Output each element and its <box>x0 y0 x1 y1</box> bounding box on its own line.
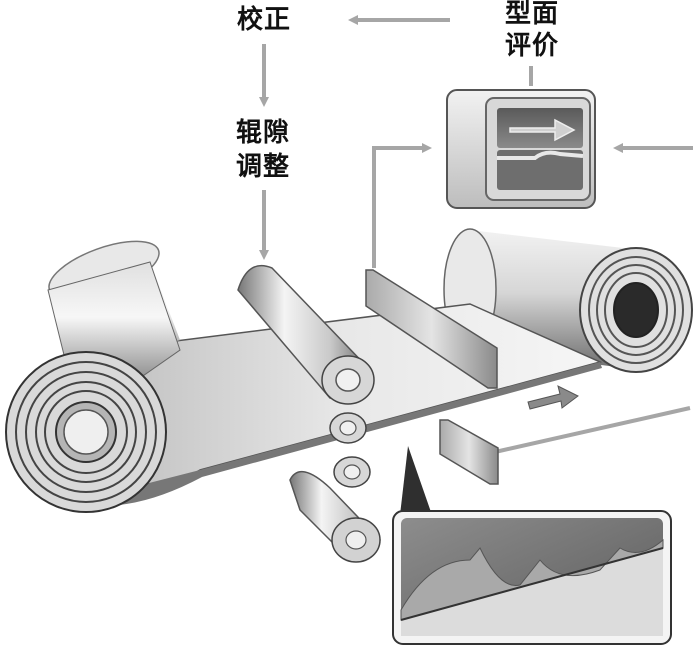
lower-rolls <box>289 456 381 563</box>
surface-profile-inset <box>392 510 672 645</box>
inset-pointer <box>400 446 432 515</box>
label-profile-eval-line1: 型面 <box>504 0 559 29</box>
label-gap-adjust-line1: 辊隙 <box>235 118 290 148</box>
label-profile-eval-line2: 评价 <box>504 31 559 61</box>
arrow-right-icon <box>509 118 576 142</box>
upper-roll <box>237 264 375 444</box>
strip-direction-arrow-icon <box>527 385 579 410</box>
sensor-bars <box>365 269 499 485</box>
profile-monitor <box>446 89 596 209</box>
label-correction: 校正 <box>236 5 291 35</box>
label-gap-adjust-line2: 调整 <box>235 152 290 182</box>
left-coil <box>5 240 181 513</box>
flow-arrows <box>259 15 693 454</box>
